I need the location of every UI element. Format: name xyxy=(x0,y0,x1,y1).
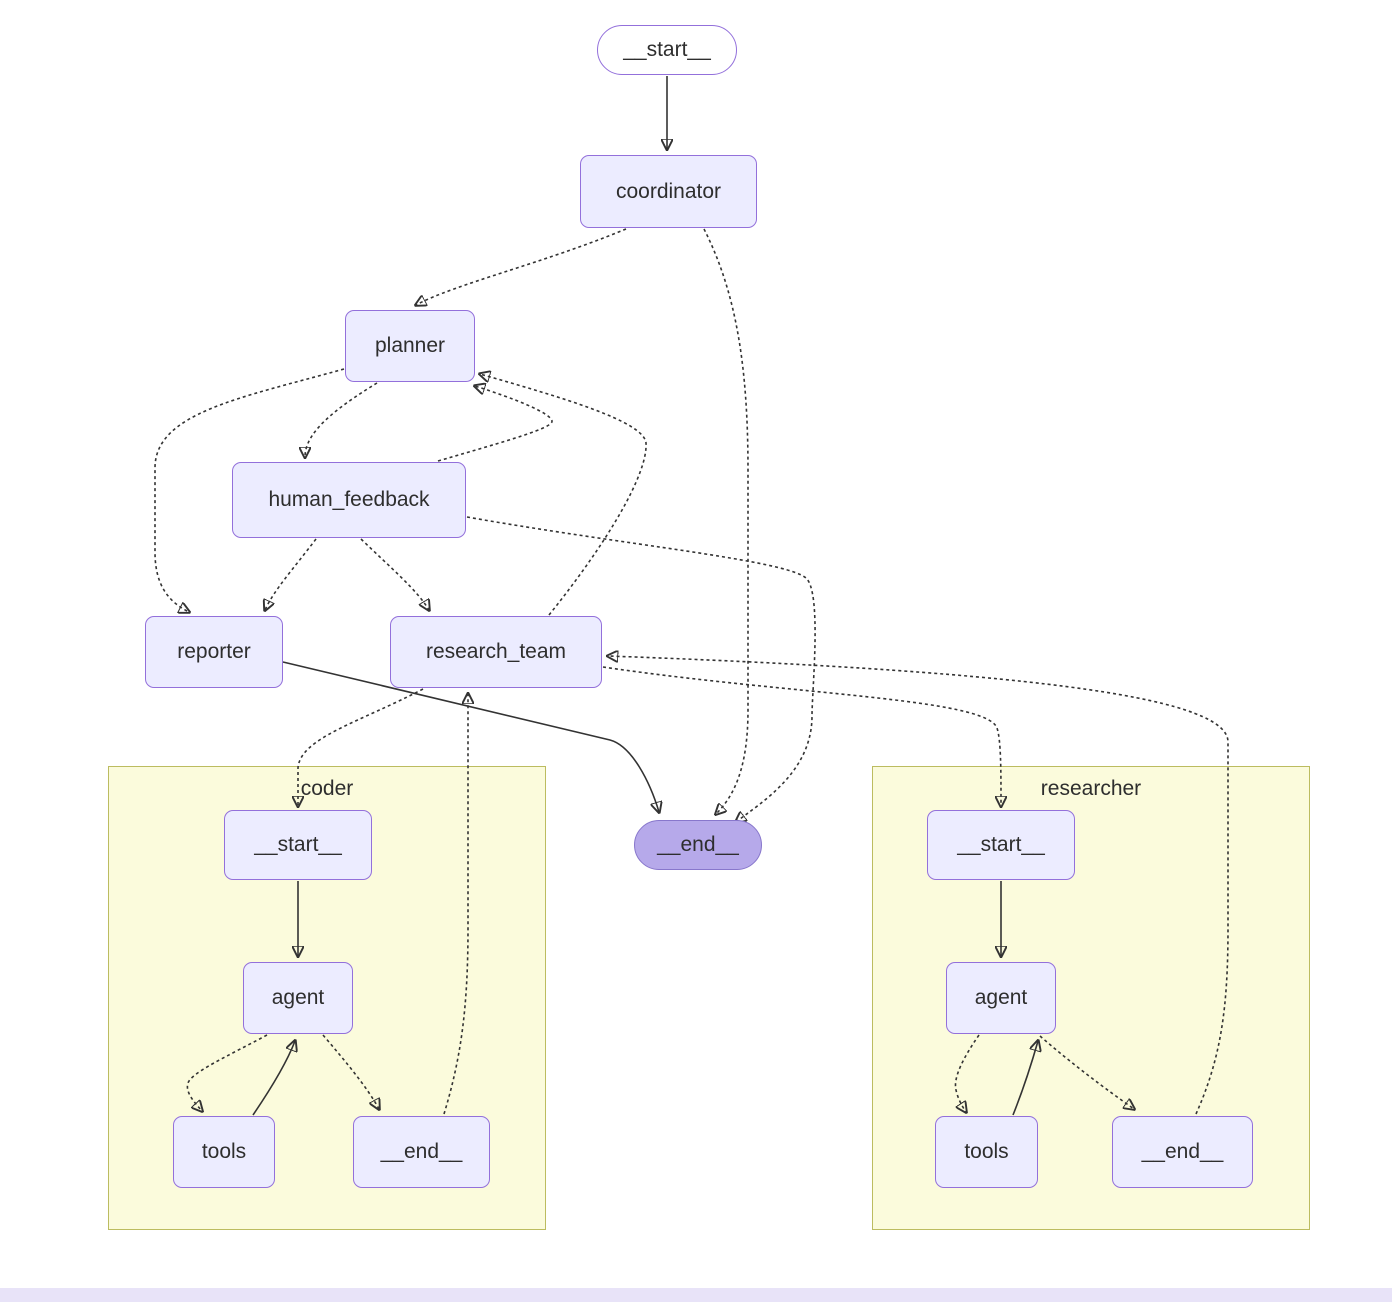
edge-researcher-agent-end xyxy=(1039,1035,1134,1109)
edge-planner-reporter xyxy=(154,368,345,612)
subgraph-coder-title: coder xyxy=(300,777,354,800)
edge-coordinator-end xyxy=(703,228,749,814)
node-coder-agent: agent xyxy=(243,962,353,1034)
node-coder-start: __start__ xyxy=(224,810,372,880)
node-coordinator: coordinator xyxy=(580,155,757,228)
node-coder-tools: tools xyxy=(173,1116,275,1188)
edge-research-team-coder xyxy=(298,688,424,806)
node-researcher-end: __end__ xyxy=(1112,1116,1253,1188)
node-reporter: reporter xyxy=(145,616,283,688)
edge-coder-end-research-team xyxy=(443,694,468,1115)
footer-strip xyxy=(0,1288,1392,1302)
node-end: __end__ xyxy=(634,820,762,870)
edge-human-feedback-reporter xyxy=(265,538,317,610)
subgraph-researcher-title: researcher xyxy=(1040,777,1142,800)
edge-research-team-planner xyxy=(480,374,647,616)
node-human-feedback: human_feedback xyxy=(232,462,466,538)
node-researcher-tools: tools xyxy=(935,1116,1038,1188)
node-researcher-start: __start__ xyxy=(927,810,1075,880)
edge-researcher-agent-tools xyxy=(954,1034,980,1112)
edge-coder-tools-agent xyxy=(252,1041,295,1116)
edge-researcher-end-research-team xyxy=(608,656,1229,1115)
edge-reporter-end xyxy=(282,661,659,812)
edge-researcher-tools-agent xyxy=(1012,1041,1038,1116)
node-researcher-agent: agent xyxy=(946,962,1056,1034)
edge-coder-agent-tools xyxy=(186,1034,268,1111)
node-start: __start__ xyxy=(597,25,737,75)
edge-human-feedback-end xyxy=(466,516,816,822)
edge-planner-human-feedback xyxy=(305,382,378,457)
node-planner: planner xyxy=(345,310,475,382)
edge-research-team-researcher xyxy=(602,666,1001,806)
edge-coder-agent-end xyxy=(322,1034,379,1109)
edge-human-feedback-planner xyxy=(437,386,553,462)
edge-coordinator-planner xyxy=(416,228,627,305)
node-coder-end: __end__ xyxy=(353,1116,490,1188)
edge-human-feedback-research-team xyxy=(360,538,429,610)
node-research-team: research_team xyxy=(390,616,602,688)
